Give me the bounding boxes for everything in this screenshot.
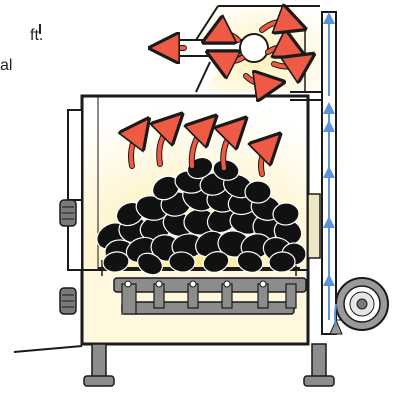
caption-fragment-2: al [0,58,12,74]
control-knob-lower [60,288,76,314]
right-door [308,194,320,258]
blower-fan-icon [330,278,388,334]
left-leg [84,344,114,386]
right-leg [304,344,334,386]
control-knob-upper [60,200,76,226]
caption-fragment-1: ft. [30,28,43,44]
left-door [68,110,82,270]
gas-line [14,346,82,352]
air-duct [322,12,344,334]
coal-lump [245,181,271,203]
